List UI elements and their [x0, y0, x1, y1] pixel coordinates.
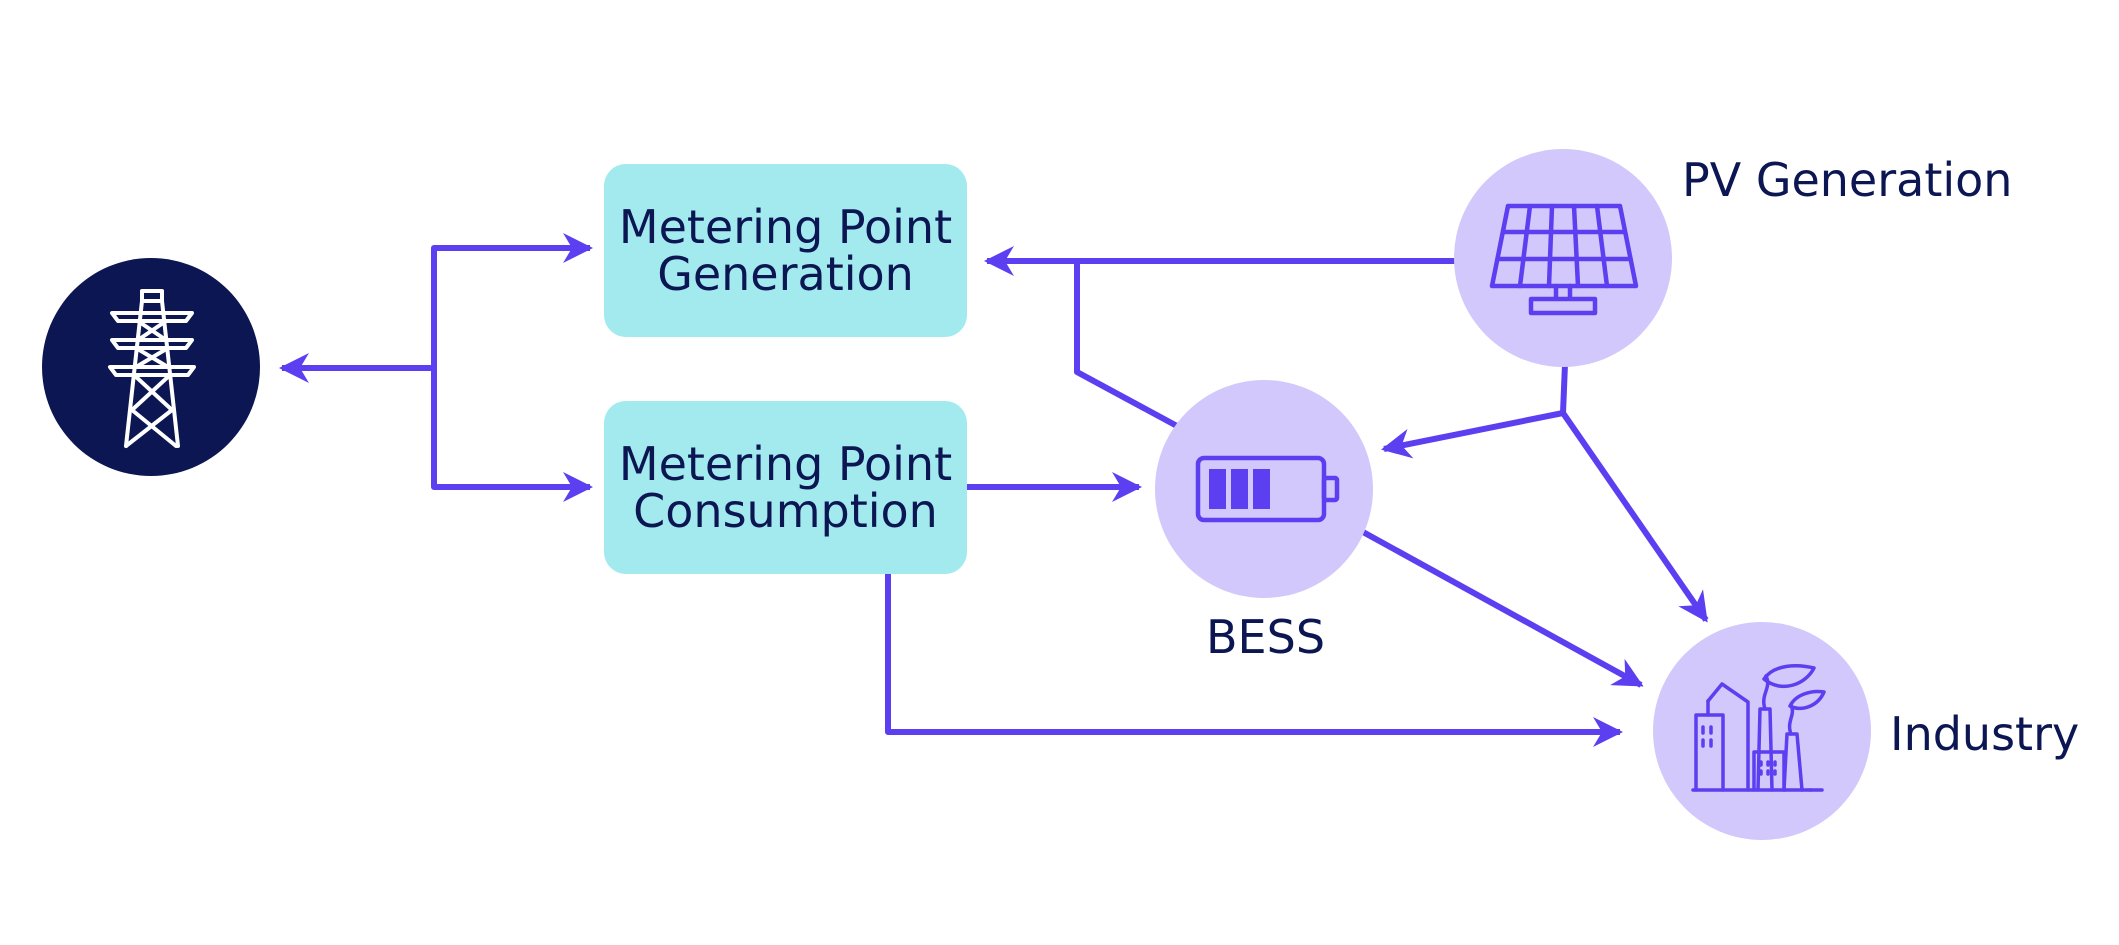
line-bess-to-metering-generation: [1074, 264, 1179, 429]
pv-generation-label: PV Generation: [1682, 153, 2013, 207]
metering-consumption-line2: Consumption: [633, 483, 938, 538]
metering-generation-line1: Metering Point: [618, 199, 953, 254]
arrow-bess-to-industry: [1361, 529, 1644, 688]
connections: [279, 233, 1709, 747]
metering-generation-line2: Generation: [657, 246, 914, 301]
transmission-tower-icon: [108, 289, 196, 448]
metering-consumption-line1: Metering Point: [618, 436, 953, 491]
arrow-pv-to-bess: [1381, 363, 1568, 459]
arrow-to-metering-consumption: [431, 368, 593, 502]
factory-icon: [1691, 664, 1826, 792]
pv-node: [1454, 149, 1672, 367]
arrow-to-metering-generation: [431, 233, 593, 368]
metering-point-consumption-box: Metering Point Consumption: [604, 401, 967, 574]
arrow-pv-to-industry: [1560, 411, 1709, 623]
arrow-metering-consumption-to-industry: [885, 573, 1623, 747]
industry-label: Industry: [1890, 707, 2080, 761]
bess-node: [1155, 380, 1373, 598]
battery-icon: [1195, 455, 1340, 523]
solar-panel-icon: [1489, 203, 1639, 316]
metering-point-generation-box: Metering Point Generation: [604, 164, 967, 337]
grid-node: [42, 258, 260, 476]
bess-label: BESS: [1206, 610, 1326, 664]
industry-node: [1653, 622, 1871, 840]
